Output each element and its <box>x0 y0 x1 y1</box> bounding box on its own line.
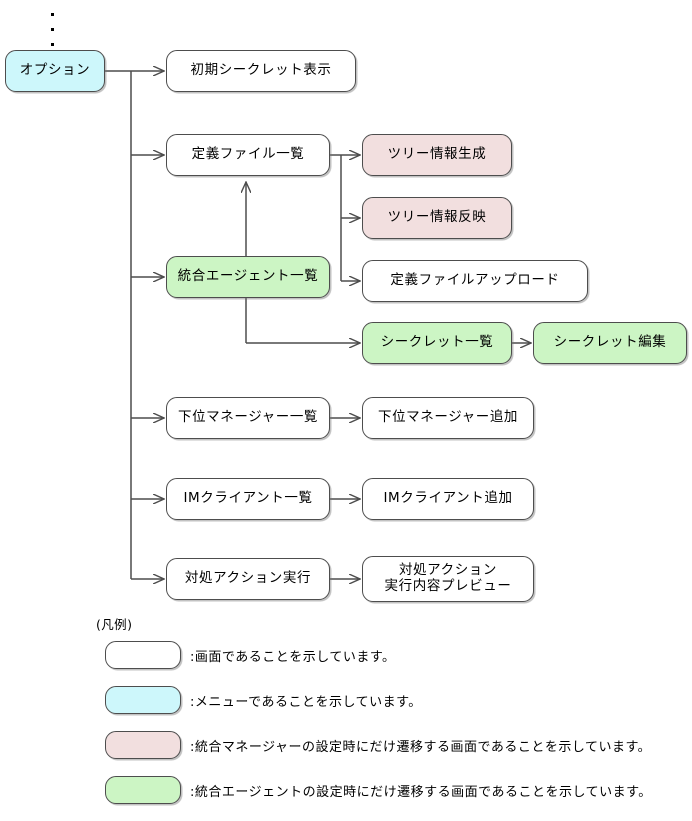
node-sub-manager-list[interactable]: 下位マネージャー一覧 <box>166 397 330 439</box>
node-initial-secret-display[interactable]: 初期シークレット表示 <box>166 50 356 92</box>
legend-row: :統合エージェントの設定時にだけ遷移する画面であることを示しています。 <box>96 776 692 821</box>
legend-label-menu: :メニューであることを示しています。 <box>190 695 422 710</box>
node-action-execute[interactable]: 対処アクション実行 <box>166 558 330 600</box>
legend-swatch-screen <box>105 641 181 669</box>
node-sub-manager-add[interactable]: 下位マネージャー追加 <box>362 397 534 439</box>
legend-label-screen: :画面であることを示しています。 <box>190 650 396 665</box>
legend-row: :統合マネージャーの設定時にだけ遷移する画面であることを示しています。 <box>96 731 692 776</box>
legend-row: :メニューであることを示しています。 <box>96 686 692 731</box>
node-im-client-list[interactable]: IMクライアント一覧 <box>166 478 330 520</box>
legend-swatch-menu <box>105 686 181 714</box>
node-action-preview[interactable]: 対処アクション 実行内容プレビュー <box>362 556 534 602</box>
legend-row: :画面であることを示しています。 <box>96 641 692 686</box>
node-definition-file-upload[interactable]: 定義ファイルアップロード <box>362 260 588 302</box>
node-secret-edit[interactable]: シークレット編集 <box>533 322 687 364</box>
legend-label-agent: :統合エージェントの設定時にだけ遷移する画面であることを示しています。 <box>190 785 652 800</box>
legend-swatch-agent <box>105 776 181 804</box>
legend-swatch-manager <box>105 731 181 759</box>
node-action-preview-line1: 対処アクション <box>398 562 498 579</box>
node-definition-file-list[interactable]: 定義ファイル一覧 <box>166 134 330 176</box>
node-option-menu[interactable]: オプション <box>5 50 105 92</box>
vertical-ellipsis-icon <box>51 10 59 50</box>
legend-title: (凡例) <box>96 617 133 632</box>
node-tree-info-reflect[interactable]: ツリー情報反映 <box>362 197 512 239</box>
legend: (凡例) :画面であることを示しています。 :メニューであることを示しています。… <box>96 614 692 821</box>
node-action-preview-line2: 実行内容プレビュー <box>384 578 512 594</box>
node-integrated-agent-list[interactable]: 統合エージェント一覧 <box>166 256 330 298</box>
node-im-client-add[interactable]: IMクライアント追加 <box>362 478 534 520</box>
node-secret-list[interactable]: シークレット一覧 <box>362 322 512 364</box>
node-tree-info-generate[interactable]: ツリー情報生成 <box>362 134 512 176</box>
legend-label-manager: :統合マネージャーの設定時にだけ遷移する画面であることを示しています。 <box>190 740 652 755</box>
